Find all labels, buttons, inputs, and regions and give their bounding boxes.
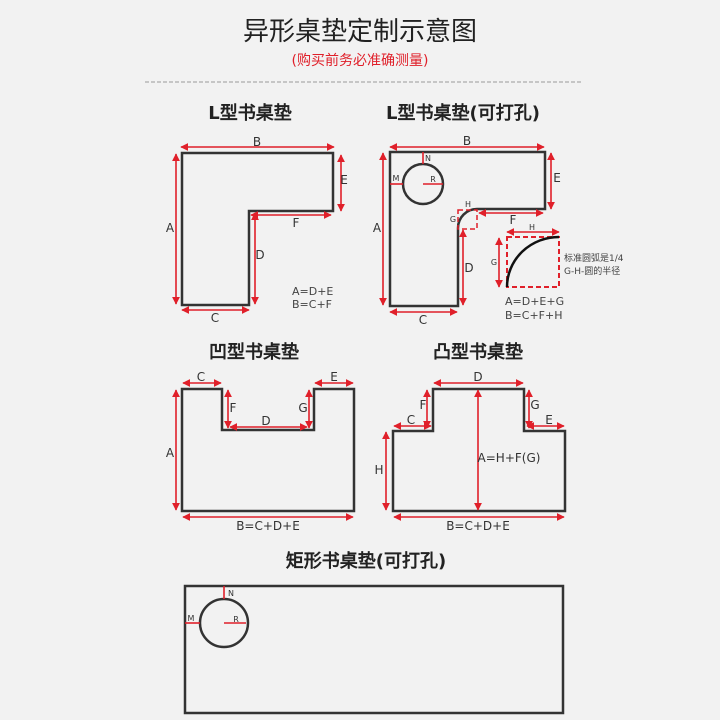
l-shape-outline <box>180 151 335 307</box>
label-m: M <box>393 174 400 183</box>
label-b: B <box>253 135 261 149</box>
label-c: C <box>197 370 205 384</box>
concave-title: 凹型书桌垫 <box>209 341 299 363</box>
label-g: G <box>450 215 456 224</box>
label-n: N <box>228 589 234 598</box>
label-e: E <box>340 173 348 187</box>
arc-note-1: 标准圆弧是1/4 <box>564 252 624 264</box>
formula-b: B=C+F <box>292 298 332 311</box>
label-f: F <box>293 216 300 230</box>
convex-diagram: 凸型书桌垫 D F C G E H A=H+F(G) B=C+D+E <box>374 341 567 533</box>
rect-outline <box>183 584 565 715</box>
corner-dashed-box <box>457 209 478 230</box>
l-shape-hole-title: L型书桌垫(可打孔) <box>386 102 540 124</box>
formula-a: A=D+E+G <box>505 295 564 308</box>
l-shape-hole-outline <box>388 150 547 308</box>
label-g: G <box>530 398 539 412</box>
formula-a: A=D+E <box>292 285 333 298</box>
page-subtitle: (购买前务必准确测量) <box>292 52 429 69</box>
label-h: H <box>374 463 383 477</box>
label-d: D <box>255 248 264 262</box>
label-f: F <box>230 401 237 415</box>
label-a: A <box>166 446 175 460</box>
label-a: A <box>373 221 382 235</box>
detail-label-h: H <box>529 223 535 232</box>
page-title: 异形桌垫定制示意图 <box>243 17 477 47</box>
concave-outline <box>180 387 356 513</box>
label-f: F <box>510 213 517 227</box>
label-d: D <box>464 261 473 275</box>
rect-hole-title: 矩形书桌垫(可打孔) <box>286 550 446 572</box>
label-e: E <box>545 413 553 427</box>
label-r: R <box>430 175 436 184</box>
label-g: G <box>298 401 307 415</box>
label-h: H <box>465 200 471 209</box>
formula-b: B=C+D+E <box>446 519 510 533</box>
formula-a: A=H+F(G) <box>478 451 541 465</box>
label-b: B <box>463 134 471 148</box>
l-shape-diagram: L型书桌垫 B E A F D C A=D+E B=C+F <box>166 102 348 325</box>
label-a: A <box>166 221 175 235</box>
detail-label-g: G <box>491 258 497 267</box>
l-shape-title: L型书桌垫 <box>208 102 291 124</box>
formula-b: B=C+D+E <box>236 519 300 533</box>
formula-b: B=C+F+H <box>505 309 562 322</box>
concave-diagram: 凹型书桌垫 C E A F G D B=C+D+E <box>166 341 356 533</box>
l-shape-hole-diagram: L型书桌垫(可打孔) N M R B A E F D C H G H G 标准圆… <box>373 102 624 327</box>
label-n: N <box>425 154 431 163</box>
label-f: F <box>420 398 427 412</box>
arc-detail-curve <box>505 235 560 288</box>
label-m: M <box>188 614 195 623</box>
label-e: E <box>553 171 561 185</box>
rect-hole-diagram: 矩形书桌垫(可打孔) N M R <box>183 550 565 715</box>
convex-outline <box>391 387 567 513</box>
label-c: C <box>407 413 415 427</box>
arc-note-2: G-H-圆的半径 <box>564 265 620 277</box>
convex-title: 凸型书桌垫 <box>433 341 523 363</box>
label-c: C <box>419 313 427 327</box>
arc-detail-box <box>506 236 560 288</box>
label-e: E <box>330 370 338 384</box>
label-d: D <box>473 370 482 384</box>
label-r: R <box>233 615 239 624</box>
label-c: C <box>211 311 219 325</box>
label-d: D <box>261 414 270 428</box>
